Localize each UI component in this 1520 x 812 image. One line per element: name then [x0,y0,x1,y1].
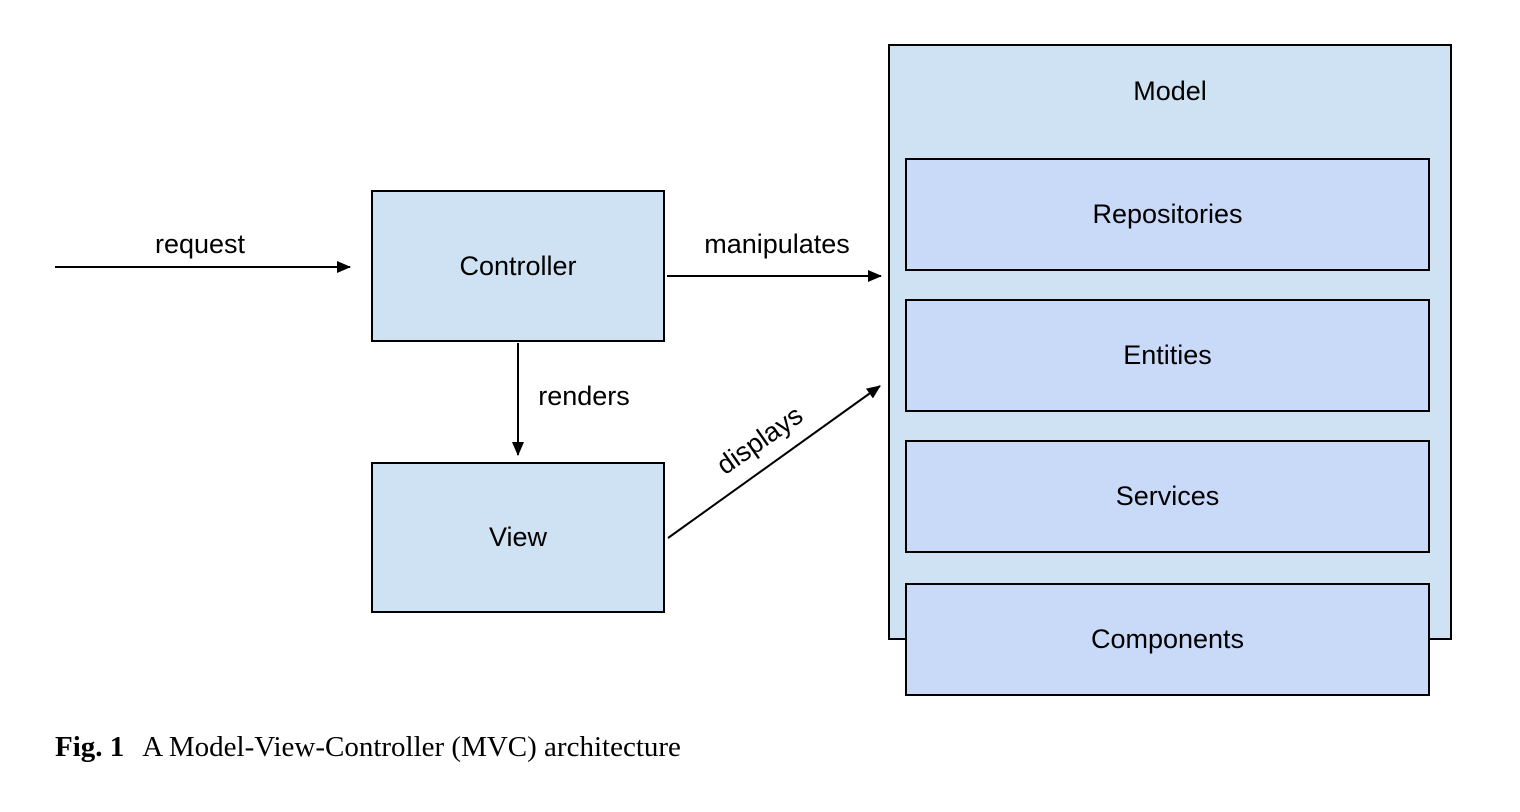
renders-arrow-label: renders [538,381,630,411]
displays-arrow [667,385,881,539]
components-box: Components [905,583,1430,696]
figure-caption: Fig. 1 A Model-View-Controller (MVC) arch… [55,731,681,764]
figure-caption-text: A Model-View-Controller (MVC) architectu… [142,731,681,763]
model-container-title: Model [1133,76,1207,106]
services-label: Services [1115,481,1220,511]
view-label: View [488,522,548,552]
services-box: Services [905,440,1430,553]
figure-caption-tag: Fig. 1 [55,731,125,763]
components-label: Components [1090,624,1245,654]
repositories-label: Repositories [1092,199,1243,229]
repositories-box: Repositories [905,158,1430,271]
view-box: View [371,462,665,613]
request-arrow-label: request [154,229,246,259]
manipulates-arrow-label: manipulates [704,229,850,259]
controller-label: Controller [459,250,577,281]
controller-box: Controller [371,190,665,342]
entities-box: Entities [905,299,1430,412]
entities-label: Entities [1123,340,1212,370]
